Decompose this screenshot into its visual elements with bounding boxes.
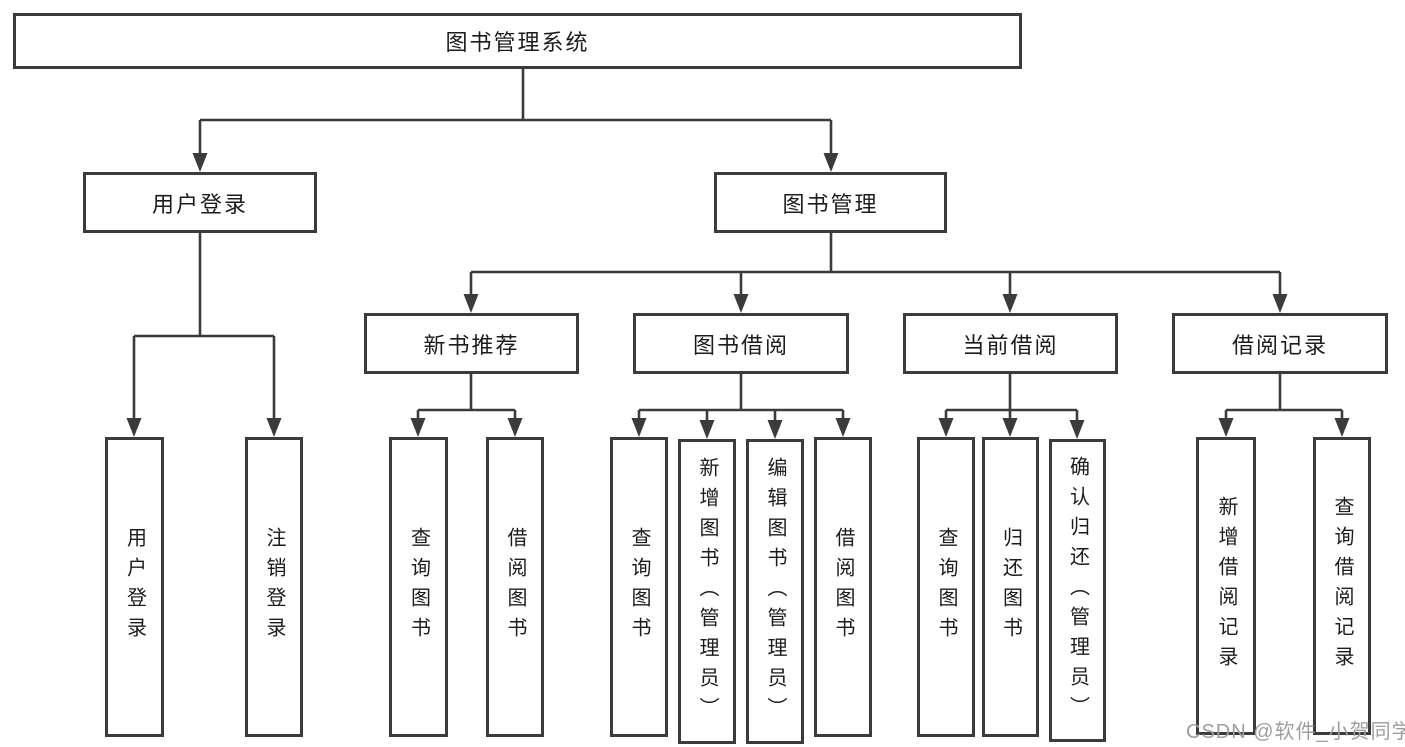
node-borrowing-records-label: 借阅记录 <box>1231 332 1328 358</box>
leaf-borrowing-add-book-admin-label: 新增图书（管理员） <box>696 456 718 727</box>
node-current-borrowing: 当前借阅 <box>903 313 1118 374</box>
node-book-management-label: 图书管理 <box>782 191 879 217</box>
leaf-logout-login-label: 注销登录 <box>263 527 285 647</box>
node-book-management: 图书管理 <box>714 172 947 233</box>
leaf-borrowing-query-book-label: 查询图书 <box>628 527 650 647</box>
node-current-borrowing-label: 当前借阅 <box>962 332 1059 358</box>
node-borrowing-records: 借阅记录 <box>1172 313 1388 374</box>
node-root-label: 图书管理系统 <box>445 30 590 55</box>
leaf-user-login-label: 用户登录 <box>123 527 146 647</box>
leaf-current-return-book-label: 归还图书 <box>999 527 1022 647</box>
leaf-current-query-book: 查询图书 <box>917 437 975 737</box>
csdn-watermark: CSDN @软件_小贺同学 <box>1186 721 1405 743</box>
leaf-recommend-borrow-book-label: 借阅图书 <box>504 527 526 647</box>
leaf-current-confirm-return-admin-label: 确认归还（管理员） <box>1066 455 1089 726</box>
node-book-borrowing: 图书借阅 <box>633 313 849 374</box>
node-book-borrowing-label: 图书借阅 <box>692 332 789 358</box>
leaf-recommend-borrow-book: 借阅图书 <box>486 437 544 737</box>
leaf-current-confirm-return-admin: 确认归还（管理员） <box>1049 439 1106 742</box>
leaf-user-login: 用户登录 <box>105 437 164 737</box>
leaf-current-return-book: 归还图书 <box>982 437 1039 737</box>
leaf-borrowing-query-book: 查询图书 <box>610 437 668 737</box>
leaf-records-query-record-label: 查询借阅记录 <box>1331 496 1353 676</box>
leaf-records-add-record: 新增借阅记录 <box>1196 437 1256 735</box>
leaf-borrowing-add-book-admin: 新增图书（管理员） <box>678 439 736 744</box>
node-user-login-label: 用户登录 <box>151 191 248 217</box>
leaf-records-add-record-label: 新增借阅记录 <box>1215 496 1237 676</box>
leaf-borrowing-borrow-book-label: 借阅图书 <box>832 527 854 647</box>
leaf-borrowing-borrow-book: 借阅图书 <box>814 437 872 737</box>
leaf-recommend-query-book-label: 查询图书 <box>407 527 430 647</box>
node-root: 图书管理系统 <box>13 13 1022 69</box>
leaf-records-query-record: 查询借阅记录 <box>1313 437 1371 735</box>
leaf-recommend-query-book: 查询图书 <box>389 437 448 737</box>
leaf-borrowing-edit-book-admin: 编辑图书（管理员） <box>746 439 804 744</box>
node-new-book-recommend-label: 新书推荐 <box>423 332 520 358</box>
leaf-logout-login: 注销登录 <box>245 437 303 737</box>
leaf-borrowing-edit-book-admin-label: 编辑图书（管理员） <box>764 456 786 727</box>
node-new-book-recommend: 新书推荐 <box>364 313 579 374</box>
node-user-login: 用户登录 <box>83 172 317 233</box>
leaf-current-query-book-label: 查询图书 <box>935 527 957 647</box>
